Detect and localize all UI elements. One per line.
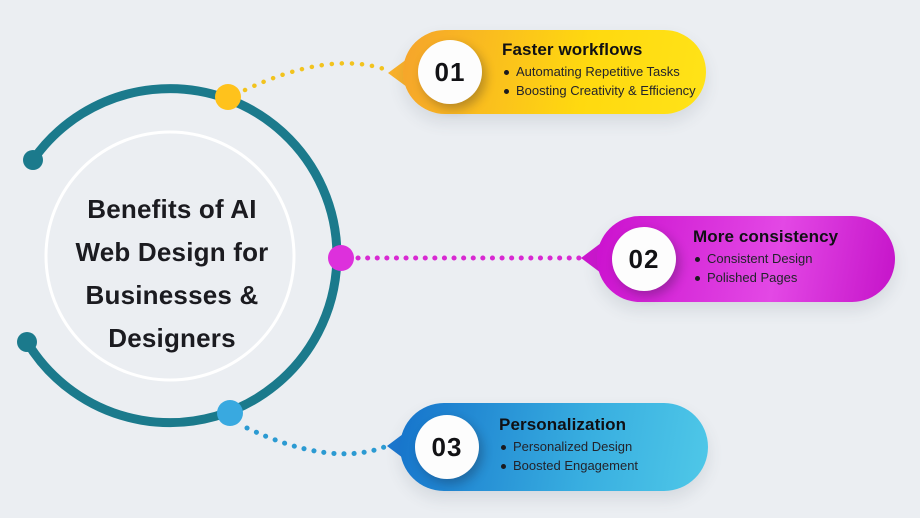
center-title-line: Web Design for <box>75 237 269 267</box>
card-number: 03 <box>431 431 463 462</box>
arc-endpoint-dot <box>23 150 43 170</box>
benefit-card-2: 02 More consistency Consistent Design Po… <box>597 216 895 302</box>
center-title-line: Designers <box>108 323 236 353</box>
inner-ring <box>44 130 296 382</box>
card-bullet: Boosted Engagement <box>499 457 695 476</box>
benefit-card-1: 01 Faster workflows Automating Repetitiv… <box>403 30 706 114</box>
card-number-badge: 03 <box>415 415 479 479</box>
card-title: More consistency <box>693 227 839 246</box>
card-title: Faster workflows <box>502 40 643 59</box>
card-tail-1 <box>388 59 407 87</box>
arc-node-dot-3 <box>217 400 243 426</box>
arc-endpoint-dot <box>17 332 37 352</box>
card-bullet: Automating Repetitive Tasks <box>502 63 698 82</box>
card-bullet-list: Automating Repetitive Tasks Boosting Cre… <box>502 63 698 100</box>
card-content: Faster workflows Automating Repetitive T… <box>502 40 698 100</box>
card-number: 02 <box>628 243 660 274</box>
card-bullet: Boosting Creativity & Efficiency <box>502 82 698 101</box>
connector-dotted-line-3 <box>244 425 390 457</box>
card-bullet: Polished Pages <box>693 269 883 288</box>
card-bullet-list: Personalized Design Boosted Engagement <box>499 438 695 475</box>
card-tail-2 <box>581 243 601 273</box>
card-content: More consistency Consistent Design Polis… <box>693 227 883 287</box>
center-title: Benefits of AI Web Design for Businesses… <box>52 188 292 360</box>
card-bullet: Personalized Design <box>499 438 695 457</box>
connector-dotted-line-1 <box>242 61 390 93</box>
card-number-badge: 01 <box>418 40 482 104</box>
card-bullet-list: Consistent Design Polished Pages <box>693 250 883 287</box>
card-content: Personalization Personalized Design Boos… <box>499 415 695 475</box>
arc-node-dot-1 <box>215 84 241 110</box>
arc-node-dot-2 <box>328 245 354 271</box>
card-number-badge: 02 <box>612 227 676 291</box>
card-number: 01 <box>434 56 466 87</box>
center-title-line: Businesses & <box>85 280 259 310</box>
center-title-line: Benefits of AI <box>87 194 257 224</box>
card-bullet: Consistent Design <box>693 250 883 269</box>
benefit-card-3: 03 Personalization Personalized Design B… <box>400 403 708 491</box>
card-title: Personalization <box>499 415 627 434</box>
